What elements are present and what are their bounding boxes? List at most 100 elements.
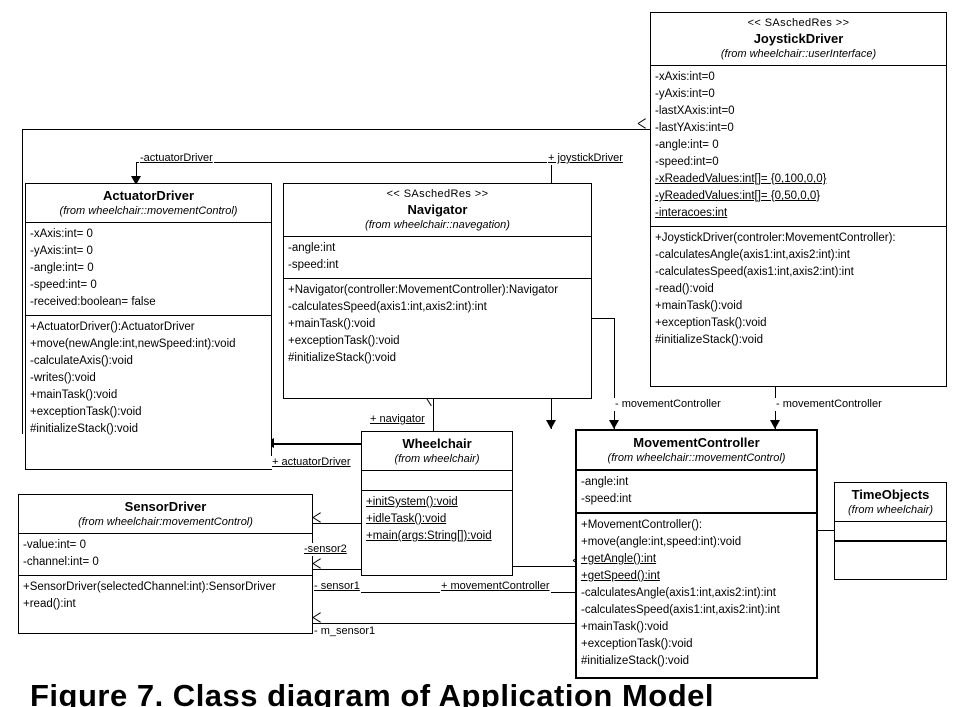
class-name-wheelchair: Wheelchair [402, 436, 472, 451]
attribute-row: -yReadedValues:int[]= {0,50,0,0} [655, 190, 821, 202]
operation-row: +idleTask():void [366, 513, 447, 525]
operation-row: +exceptionTask():void [30, 406, 142, 418]
operation-row: +exceptionTask():void [581, 638, 693, 650]
operation-row: +move(newAngle:int,newSpeed:int):void [30, 338, 236, 350]
edge-label-actuatordriver: -actuatorDriver [139, 152, 214, 165]
attribute-row: -xAxis:int=0 [655, 71, 715, 83]
edge-actuatordriver-role-horizontal [136, 162, 551, 163]
arrowhead-navigator-to-mc [609, 420, 619, 429]
attribute-row: -angle:int= 0 [655, 139, 719, 151]
edge-actuatordriver-role-vertical [136, 162, 137, 178]
class-from-movementcontroller: (from wheelchair::movementControl) [607, 452, 786, 464]
operation-row: +exceptionTask():void [288, 335, 400, 347]
operation-row: +Navigator(controller:MovementController… [288, 284, 559, 296]
class-operations-sensordriver: +SensorDriver(selectedChannel:int):Senso… [19, 576, 312, 617]
operation-row: #initializeStack():void [30, 423, 139, 435]
class-header-actuatordriver: ActuatorDriver (from wheelchair::movemen… [26, 184, 271, 223]
edge-sensor-mid-horizontal [313, 569, 363, 570]
operation-row: -calculatesAngle(axis1:int,axis2:int):in… [655, 249, 850, 261]
edge-wheelchair-navigator-vertical [433, 399, 434, 431]
operation-row: #initializeStack():void [655, 334, 764, 346]
operation-row: -calculatesSpeed(axis1:int,axis2:int):in… [655, 266, 854, 278]
operation-row: +mainTask():void [581, 621, 669, 633]
class-stereotype-joystickdriver: << SAschedRes >> [747, 17, 850, 29]
operation-row: +exceptionTask():void [655, 317, 767, 329]
operation-row: +main(args:String[]):void [366, 530, 492, 542]
class-from-timeobjects: (from wheelchair) [848, 504, 933, 516]
class-box-navigator[interactable]: << SAschedRes >> Navigator (from wheelch… [283, 183, 592, 399]
operation-row: +getSpeed():int [581, 570, 660, 582]
edge-label-movementcontroller-2: - movementController [775, 398, 883, 411]
operation-row: -calculatesSpeed(axis1:int,axis2:int):in… [288, 301, 487, 313]
attribute-row: -value:int= 0 [23, 539, 86, 551]
arrowhead-actuatordriver [131, 176, 141, 185]
class-name-joystickdriver: JoystickDriver [753, 31, 844, 46]
class-box-movementcontroller[interactable]: MovementController (from wheelchair::mov… [575, 429, 818, 679]
class-name-sensordriver: SensorDriver [124, 499, 207, 514]
operation-row: +mainTask():void [655, 300, 743, 312]
class-box-joystickdriver[interactable]: << SAschedRes >> JoystickDriver (from wh… [650, 12, 947, 387]
edge-label-msensor1: - m_sensor1 [313, 625, 377, 638]
edge-wheelchair-actuatordriver [272, 443, 362, 445]
class-from-actuatordriver: (from wheelchair::movementControl) [59, 205, 238, 217]
attribute-row: -speed:int [288, 259, 339, 271]
operation-row: +mainTask():void [288, 318, 376, 330]
operation-row: #initializeStack():void [288, 352, 397, 364]
operation-row: +mainTask():void [30, 389, 118, 401]
attribute-row: -yAxis:int= 0 [30, 245, 93, 257]
operation-row: +SensorDriver(selectedChannel:int):Senso… [23, 581, 276, 593]
class-operations-timeobjects [835, 542, 946, 562]
edge-navigator-to-mc-vertical [614, 318, 615, 429]
edge-sensor2-horizontal [313, 523, 363, 524]
arrowhead-joystick-mc [770, 420, 780, 429]
class-operations-navigator: +Navigator(controller:MovementController… [284, 279, 591, 371]
attribute-row: -yAxis:int=0 [655, 88, 715, 100]
class-operations-movementcontroller: +MovementController(): +move(angle:int,s… [577, 514, 816, 674]
arrowhead-sensor-mid [313, 563, 325, 575]
operation-row: +read():int [23, 598, 76, 610]
operation-row: -calculatesSpeed(axis1:int,axis2:int):in… [581, 604, 780, 616]
attribute-row: -interacoes:int [655, 207, 728, 219]
class-operations-joystickdriver: +JoystickDriver(controler:MovementContro… [651, 227, 946, 353]
class-attributes-sensordriver: -value:int= 0 -channel:int= 0 [19, 534, 312, 576]
edge-label-joystickdriver: + joystickDriver [547, 152, 624, 165]
attribute-row: -xAxis:int= 0 [30, 228, 93, 240]
class-name-navigator: Navigator [407, 202, 468, 217]
edge-actuatordriver-left-vertical [22, 129, 23, 434]
attribute-row: -xReadedValues:int[]= {0,100,0,0} [655, 173, 827, 185]
edge-label-sensor2: -sensor2 [303, 543, 348, 556]
class-attributes-actuatordriver: -xAxis:int= 0 -yAxis:int= 0 -angle:int= … [26, 223, 271, 316]
class-from-joystickdriver: (from wheelchair::userInterface) [720, 48, 877, 60]
operation-row: +ActuatorDriver():ActuatorDriver [30, 321, 195, 333]
operation-row: -calculateAxis():void [30, 355, 133, 367]
attribute-row: -speed:int=0 [655, 156, 719, 168]
class-from-wheelchair: (from wheelchair) [394, 453, 480, 465]
operation-row: -read():void [655, 283, 714, 295]
attribute-row: -channel:int= 0 [23, 556, 99, 568]
operation-row: -calculatesAngle(axis1:int,axis2:int):in… [581, 587, 776, 599]
edge-msensor1-horizontal [313, 623, 575, 624]
class-box-actuatordriver[interactable]: ActuatorDriver (from wheelchair::movemen… [25, 183, 272, 470]
attribute-row: -angle:int [581, 476, 629, 488]
class-box-sensordriver[interactable]: SensorDriver (from wheelchair:movementCo… [18, 494, 313, 634]
class-name-movementcontroller: MovementController [633, 435, 760, 450]
class-box-wheelchair[interactable]: Wheelchair (from wheelchair) +initSystem… [361, 431, 513, 576]
class-operations-actuatordriver: +ActuatorDriver():ActuatorDriver +move(n… [26, 316, 271, 442]
class-box-timeobjects[interactable]: TimeObjects (from wheelchair) [834, 482, 947, 580]
class-name-actuatordriver: ActuatorDriver [102, 188, 195, 203]
class-attributes-timeobjects [835, 522, 946, 542]
figure-caption: Figure 7. Class diagram of Application M… [30, 678, 715, 707]
operation-row: #initializeStack():void [581, 655, 690, 667]
class-attributes-wheelchair [362, 471, 512, 491]
attribute-row: -lastYAxis:int=0 [655, 122, 734, 134]
attribute-row: -speed:int= 0 [30, 279, 97, 291]
operation-row: +MovementController(): [581, 519, 703, 531]
edge-navigator-to-mc-horizontal [592, 318, 614, 319]
operation-row: -writes():void [30, 372, 96, 384]
class-from-navigator: (from wheelchair::navegation) [365, 219, 510, 231]
attribute-row: -angle:int [288, 242, 336, 254]
operation-row: +move(angle:int,speed:int):void [581, 536, 742, 548]
class-header-wheelchair: Wheelchair (from wheelchair) [362, 432, 512, 471]
arrowhead-sensor2 [313, 517, 325, 529]
